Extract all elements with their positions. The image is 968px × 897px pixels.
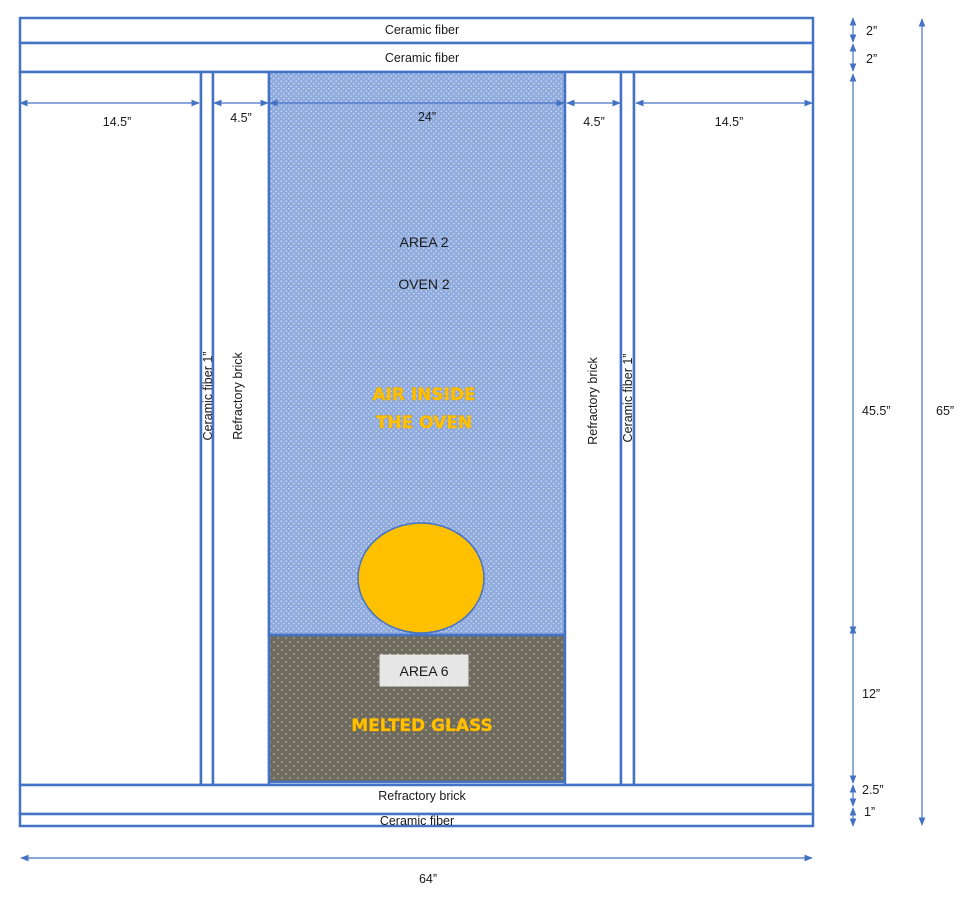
dim-top-inner: 2” — [866, 52, 877, 66]
dim-glass-height: 12” — [862, 687, 880, 701]
ceramic-fiber-bottom — [18, 812, 815, 828]
refractory-brick-left-label: Refractory brick — [231, 351, 245, 439]
dim-left-outer: 14.5” — [103, 115, 132, 129]
dim-top-outer: 2” — [866, 24, 877, 38]
dim-right-brick: 4.5” — [583, 115, 605, 129]
glass-area-label: AREA 6 — [399, 663, 448, 679]
glass-ball — [357, 522, 485, 634]
oven-area-label: AREA 2 — [399, 234, 448, 250]
dim-bottom-brick: 2.5” — [862, 783, 884, 797]
dim-right-outer: 14.5” — [715, 115, 744, 129]
refractory-brick-bottom — [18, 783, 815, 816]
dim-oven-height: 45.5” — [862, 404, 891, 418]
dim-bottom-fiber: 1” — [864, 805, 875, 819]
ceramic-fiber-bottom-label: Ceramic fiber — [380, 814, 454, 828]
refractory-brick-right-label: Refractory brick — [586, 356, 600, 444]
ceramic-fiber-left-label: Ceramic fiber 1” — [201, 352, 215, 441]
ceramic-fiber-right-label: Ceramic fiber 1” — [621, 354, 635, 443]
ceramic-fiber-top-inner-label: Ceramic fiber — [385, 51, 459, 65]
dim-total-width: 64” — [419, 872, 437, 886]
left-outer-region — [18, 70, 203, 787]
melted-glass-label: MELTED GLASS — [351, 716, 492, 736]
air-inside-label-line1: AIR INSIDE — [372, 385, 475, 405]
dim-oven-width: 24” — [418, 110, 436, 124]
dim-total-height: 65” — [936, 404, 954, 418]
right-outer-region — [632, 70, 815, 787]
refractory-brick-bottom-label: Refractory brick — [378, 789, 466, 803]
dim-left-brick: 4.5” — [230, 111, 252, 125]
air-inside-label-line2: THE OVEN — [376, 413, 472, 433]
glass-area-box — [379, 654, 469, 687]
oven-name-label: OVEN 2 — [398, 276, 450, 292]
ceramic-fiber-top-outer-label: Ceramic fiber — [385, 23, 459, 37]
